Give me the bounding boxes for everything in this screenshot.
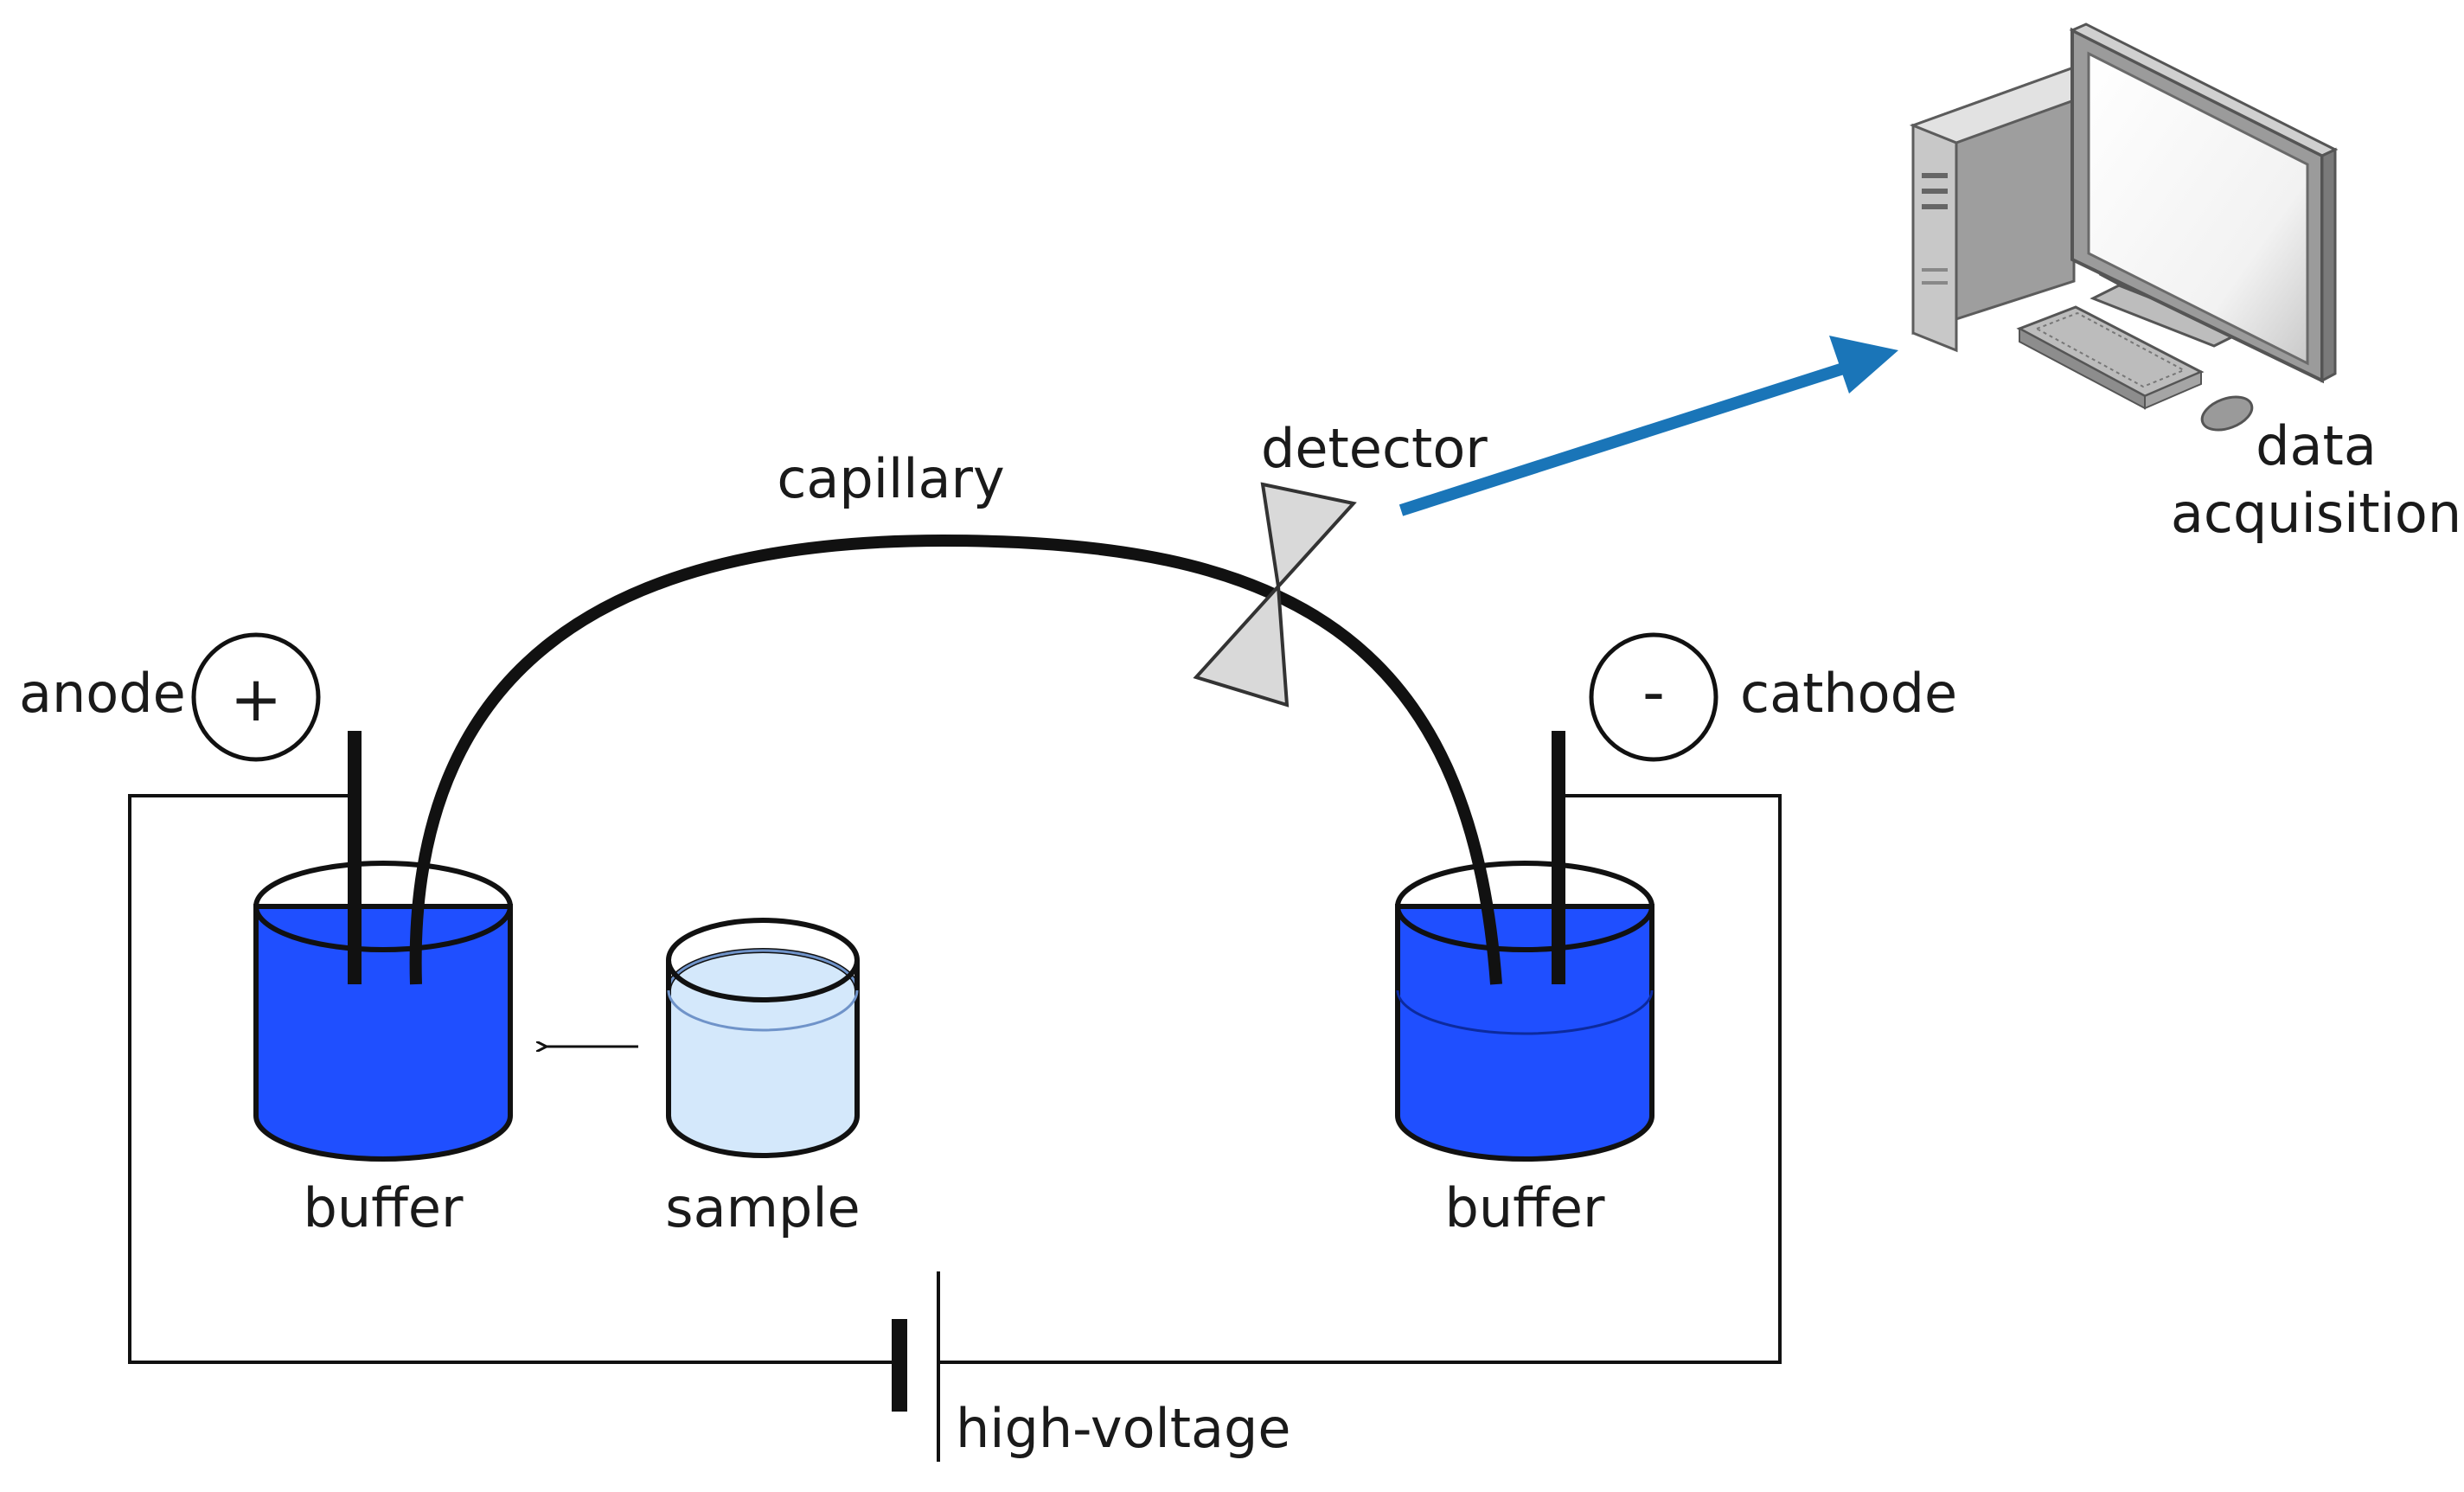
anode-label: anode: [19, 662, 186, 725]
cathode-sign: -: [1589, 632, 1718, 762]
data-acquisition-label-line1: data: [2256, 414, 2377, 477]
left-buffer-label: buffer: [303, 1176, 464, 1239]
high-voltage-label: high-voltage: [956, 1397, 1291, 1460]
left-buffer-beaker: [253, 861, 513, 1162]
high-voltage-source: [892, 1271, 940, 1462]
capillary-tube: [409, 534, 1502, 985]
data-acquisition-label-line2: acquisition: [2171, 482, 2461, 545]
desktop-computer-icon: [1909, 22, 2339, 432]
arrow-right-icon: [1398, 336, 1898, 516]
detector: [1193, 482, 1357, 708]
circuit-wire: [128, 794, 1782, 1364]
anode-sign: +: [191, 632, 321, 762]
svg-text:-: -: [1642, 656, 1665, 728]
right-buffer-label: buffer: [1444, 1176, 1605, 1239]
detector-label: detector: [1261, 417, 1488, 480]
cathode-label: cathode: [1740, 662, 1957, 725]
sample-vial: [666, 918, 860, 1158]
capillary-label: capillary: [777, 447, 1004, 510]
svg-text:+: +: [230, 663, 282, 735]
sample-label: sample: [665, 1176, 860, 1239]
right-buffer-beaker: [1395, 861, 1654, 1162]
